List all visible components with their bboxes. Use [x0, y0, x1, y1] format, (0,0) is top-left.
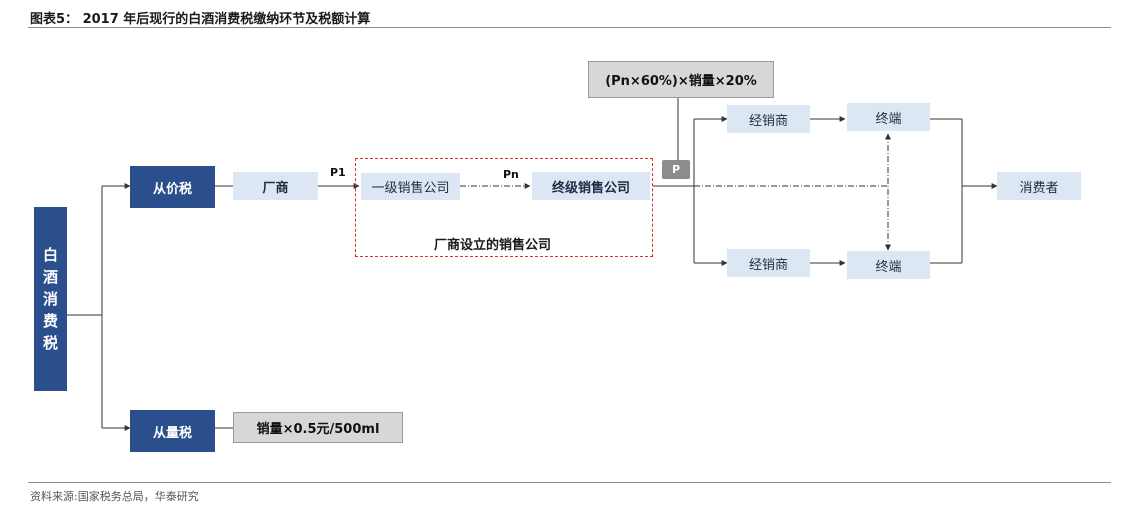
root-char: 酒	[42, 268, 58, 286]
node-terminal-sales: 终级销售公司	[532, 172, 650, 200]
node-dealer-bottom: 经销商	[727, 249, 810, 277]
specific-formula: 销量×0.5元/500ml	[233, 412, 403, 443]
root-char: 费	[42, 312, 58, 330]
node-terminal-bottom: 终端	[847, 251, 930, 279]
node-terminal-top: 终端	[847, 103, 930, 131]
header-rule	[28, 27, 1111, 28]
footer-rule	[28, 482, 1111, 483]
root-char: 白	[42, 246, 58, 264]
node-manufacturer: 厂商	[233, 172, 318, 200]
root-node-baijiu-tax: 白 酒 消 费 税	[34, 207, 67, 391]
node-dealer-top: 经销商	[727, 105, 810, 133]
root-char: 消	[42, 290, 58, 308]
figure-title: 图表5： 2017 年后现行的白酒消费税缴纳环节及税额计算	[30, 12, 371, 27]
node-primary-sales: 一级销售公司	[361, 173, 460, 200]
formula-top: (Pn×60%)×销量×20%	[588, 61, 774, 98]
manufacturer-sales-company-frame	[355, 158, 653, 257]
frame-label: 厂商设立的销售公司	[434, 238, 552, 253]
label-pn: Pn	[503, 168, 519, 181]
label-p: P	[662, 160, 690, 179]
label-p1: P1	[330, 166, 346, 179]
node-consumer: 消费者	[997, 172, 1081, 200]
source-note: 资料来源:国家税务总局，华泰研究	[30, 490, 199, 503]
node-ad-valorem: 从价税	[130, 166, 215, 208]
node-specific: 从量税	[130, 410, 215, 452]
root-char: 税	[42, 334, 58, 352]
